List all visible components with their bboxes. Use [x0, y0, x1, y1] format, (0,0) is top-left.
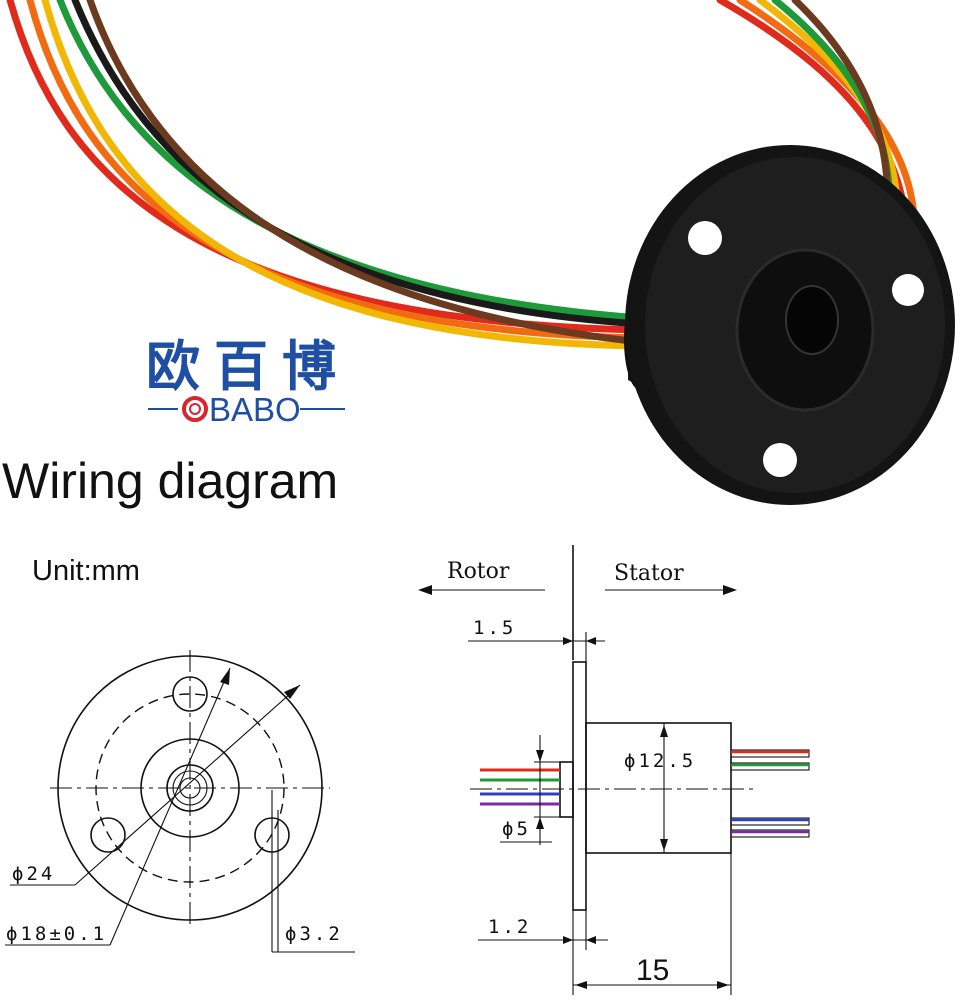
diagram-heading: Wiring diagram — [2, 453, 338, 509]
unit-label: Unit:mm — [32, 555, 140, 587]
stator-wire-red-outline — [730, 749, 810, 758]
dim-shaft-arrow-b — [536, 817, 544, 829]
stator-wire-green-outline — [730, 762, 810, 771]
leader-mount — [109, 667, 231, 946]
stator-arrow-head — [723, 585, 737, 595]
dim-hole-label: ϕ3.2 — [285, 923, 343, 945]
logo-ring-icon — [182, 396, 208, 422]
dim-housing-label: ϕ12.5 — [624, 750, 696, 772]
slip-ring-photo — [6, 0, 955, 505]
leader-outer — [74, 684, 301, 886]
flange-plate — [572, 661, 587, 911]
mount-hole-2 — [892, 274, 924, 306]
stator-label: Stator — [614, 561, 684, 586]
dim-flange-label: 1.5 — [473, 617, 516, 639]
rotor-shaft — [785, 285, 839, 355]
dim-length-arrow-r — [717, 981, 729, 989]
wire-bundle — [6, 0, 919, 350]
wire-orange — [26, 0, 644, 342]
wire-red — [6, 0, 644, 334]
dim-housing-arrow-t — [660, 725, 668, 737]
wire-brown — [86, 0, 644, 346]
brand-latin-name: BABO — [209, 391, 301, 428]
dim-gap-arrow-r — [586, 936, 596, 944]
stator-wire-blue-outline — [730, 817, 810, 826]
housing — [585, 722, 732, 854]
mount-hole-3 — [763, 443, 797, 477]
dim-shaft-label: ϕ5 — [502, 818, 531, 840]
mount-hole-1 — [688, 221, 722, 255]
dim-gap-label: 1.2 — [488, 916, 531, 938]
logo-ring-inner-icon — [189, 403, 201, 415]
side-view-drawing: Rotor Stator — [418, 545, 810, 995]
dim-gap-arrow-l — [563, 936, 573, 944]
arrow-outer — [284, 685, 300, 699]
rotor-label: Rotor — [447, 559, 510, 584]
wire-yellow — [41, 0, 644, 350]
dim-mount-label: ϕ18±0.1 — [6, 923, 107, 945]
rotor-wires — [480, 768, 560, 806]
dim-outer-label: ϕ24 — [12, 863, 55, 885]
dim-length-label: 15 — [636, 954, 669, 987]
stator-wire-purple-outline — [730, 829, 810, 838]
stator-wires — [730, 749, 810, 838]
rotor-arrow-head — [418, 585, 432, 595]
brand-chinese-name: 欧百博 — [146, 335, 350, 398]
dim-shaft-arrow-t — [536, 750, 544, 762]
dim-length-arrow-l — [575, 981, 587, 989]
brand-logo: 欧百博 BABO — [146, 335, 350, 428]
dim-flange-arrow-r — [586, 637, 596, 645]
dim-housing-arrow-b — [660, 839, 668, 851]
front-view-drawing: ϕ24 ϕ18±0.1 ϕ3.2 — [5, 650, 355, 953]
arrow-mount — [220, 668, 230, 685]
hole-left — [90, 817, 126, 853]
dim-flange-arrow-l — [563, 637, 573, 645]
